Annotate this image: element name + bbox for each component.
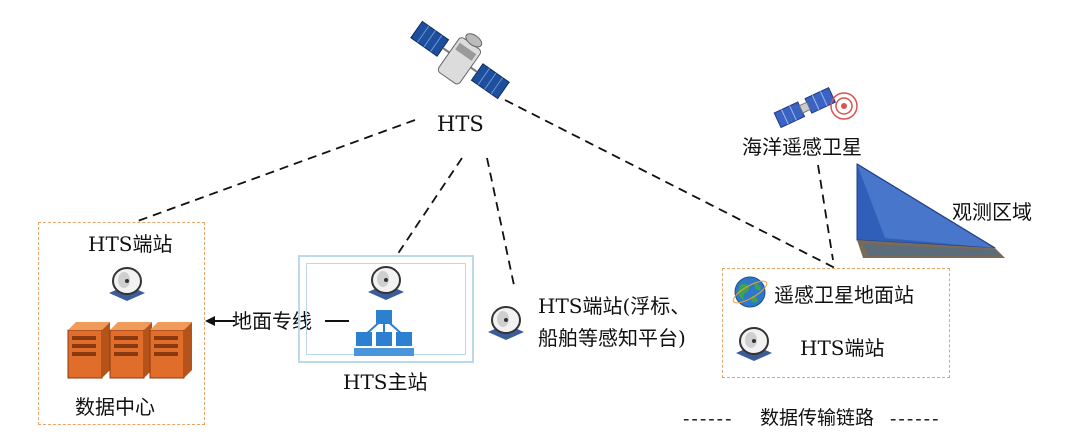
link-hts-datacenter <box>134 119 416 223</box>
network-icon <box>354 310 414 356</box>
ground-line-tail <box>325 320 349 322</box>
globe-icon <box>732 276 768 308</box>
rs-terminal-label: HTS端站 <box>800 336 885 360</box>
link-hts-rsstation <box>504 99 836 269</box>
dish-icon <box>368 266 404 300</box>
dish-icon <box>109 267 145 301</box>
rs-ground-station-group <box>722 268 950 378</box>
main-station-label: HTS主站 <box>343 370 428 394</box>
link-ocean-rsstation <box>817 164 834 261</box>
server-icon <box>67 322 192 379</box>
ocean-satellite-label: 海洋遥感卫星 <box>742 135 862 159</box>
buoy-terminal-label-line2: 船舶等感知平台) <box>538 326 686 350</box>
data-center-label: 数据中心 <box>75 395 155 419</box>
observation-area-label: 观测区域 <box>952 200 1032 224</box>
dish-icon <box>488 306 524 340</box>
legend-dashes-left: ------ <box>683 408 734 430</box>
legend-dashes-right: ------ <box>890 408 941 430</box>
data-center-terminal-label: HTS端站 <box>88 232 173 256</box>
ocean-satellite-icon <box>773 86 858 129</box>
link-hts-mainstation <box>396 157 463 256</box>
legend-label: 数据传输链路 <box>760 407 875 429</box>
ground-line-arrow-icon <box>205 316 235 326</box>
data-center-group <box>38 222 205 425</box>
hts-satellite-label: HTS <box>437 112 484 136</box>
main-station-frame <box>298 255 474 363</box>
observation-area-icon <box>856 163 1005 258</box>
rs-ground-station-label: 遥感卫星地面站 <box>774 283 914 307</box>
buoy-terminal-label-line1: HTS端站(浮标、 <box>538 294 691 318</box>
dish-icon <box>736 327 772 361</box>
satellite-icon <box>410 20 510 100</box>
link-hts-buoy <box>486 157 516 291</box>
